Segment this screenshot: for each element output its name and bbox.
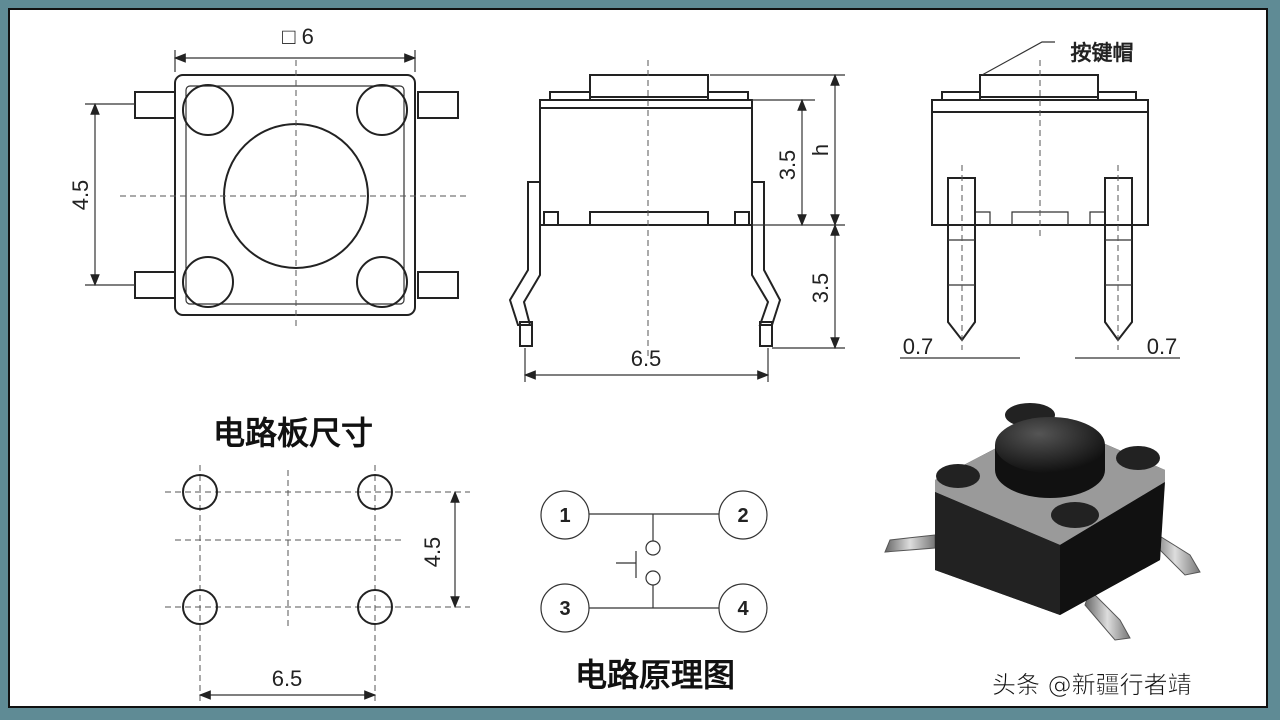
watermark: 头条 @新疆行者靖 xyxy=(992,671,1192,699)
schematic: 1 2 3 4 电路原理图 xyxy=(540,490,768,694)
total-height-label: h xyxy=(808,144,833,156)
pin-width-right-label: 0.7 xyxy=(1147,334,1178,359)
pin-2-label: 2 xyxy=(737,505,748,527)
pcb-height-label: 4.5 xyxy=(420,537,445,568)
pin-span-label: 6.5 xyxy=(631,346,662,371)
pin-3-label: 3 xyxy=(559,598,570,620)
pcb-width-label: 6.5 xyxy=(272,666,303,691)
cap-label: 按键帽 xyxy=(1071,41,1134,65)
pcb-layout-title: 电路板尺寸 xyxy=(213,414,373,452)
tact-switch-photo xyxy=(884,403,1201,641)
pin-4-label: 4 xyxy=(737,598,749,620)
height-dimension-label: 4.5 xyxy=(68,180,93,211)
schematic-title: 电路原理图 xyxy=(575,656,735,694)
side-view: 3.5 h 3.5 6.5 xyxy=(508,60,845,382)
pin-1-label: 1 xyxy=(559,505,570,527)
body-height-label: 3.5 xyxy=(775,150,800,181)
top-view: □ 6 4.5 xyxy=(68,24,470,330)
pcb-layout: 电路板尺寸 4.5 6.5 xyxy=(165,414,470,705)
front-view: 按键帽 0.7 0.7 xyxy=(900,41,1180,359)
pin-length-label: 3.5 xyxy=(808,273,833,304)
width-dimension-label: □ 6 xyxy=(282,24,314,49)
pin-width-left-label: 0.7 xyxy=(903,334,934,359)
